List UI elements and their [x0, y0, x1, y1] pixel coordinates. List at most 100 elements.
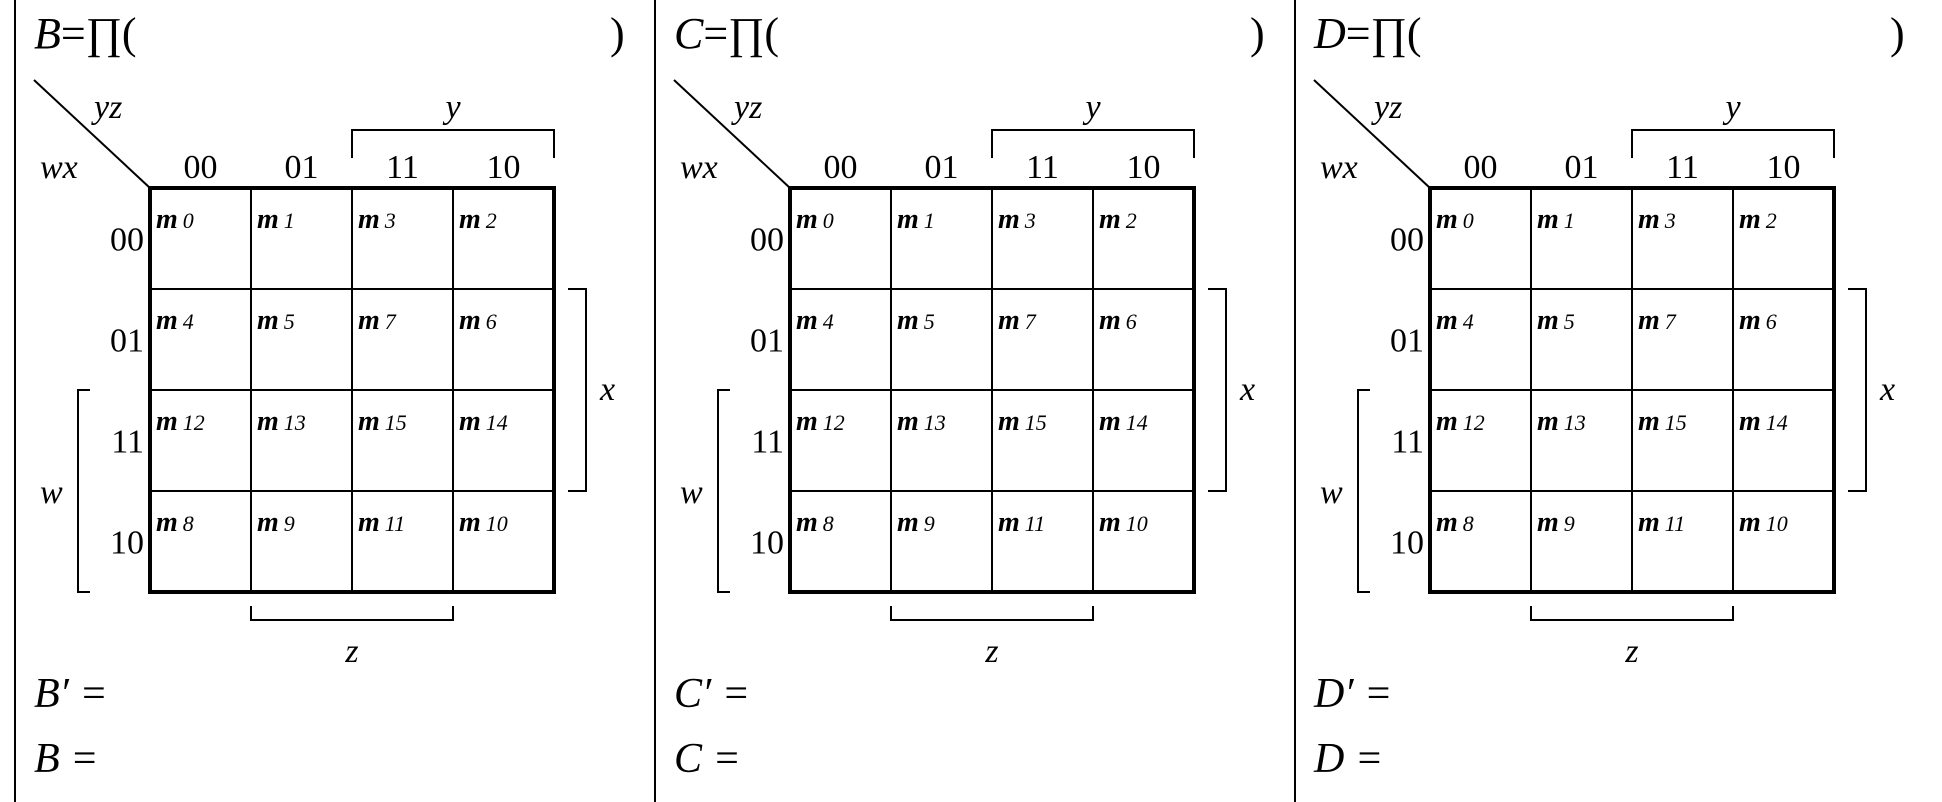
row-variables-label: wx [40, 149, 78, 186]
complement-equation: B′ = [34, 671, 108, 717]
row-header-11: 11 [111, 424, 144, 461]
y-label: y [442, 89, 461, 126]
title-close-paren: ) [1890, 9, 1905, 58]
title-variable: C [674, 9, 704, 58]
panel-title: C=∏( [674, 12, 779, 56]
w-label: w [1320, 474, 1343, 511]
row-header-11: 11 [1391, 424, 1424, 461]
z-label: z [984, 633, 998, 670]
y-bracket [991, 129, 1195, 158]
y-label: y [1082, 89, 1101, 126]
col-header-01: 01 [1565, 149, 1599, 186]
complement-equation: D′ = [1314, 671, 1393, 717]
function-equation: C = [674, 736, 741, 782]
title-variable: D [1314, 9, 1346, 58]
row-header-00: 00 [1390, 222, 1424, 259]
y-bracket [1631, 129, 1835, 158]
title-product-operator: =∏( [1345, 9, 1422, 58]
row-header-00: 00 [750, 222, 784, 259]
col-header-00: 00 [184, 149, 218, 186]
col-header-01: 01 [925, 149, 959, 186]
title-product-operator: =∏( [60, 9, 137, 58]
y-bracket [351, 129, 555, 158]
col-variables-label: yz [1371, 89, 1402, 126]
z-bracket [890, 606, 1094, 621]
row-header-10: 10 [750, 525, 784, 562]
col-variables-label: yz [731, 89, 762, 126]
row-header-01: 01 [110, 323, 144, 360]
divider-1 [654, 0, 656, 802]
function-equation: B = [34, 736, 99, 782]
row-variables-label: wx [1320, 149, 1358, 186]
title-close-paren: ) [610, 9, 625, 58]
x-bracket [568, 288, 587, 492]
z-bracket [1530, 606, 1734, 621]
panel-title: B=∏( [34, 12, 137, 56]
left-border [14, 0, 16, 802]
panel-title: D=∏( [1314, 12, 1421, 56]
w-label: w [40, 474, 63, 511]
col-header-11: 11 [386, 149, 419, 186]
title-variable: B [34, 9, 61, 58]
col-header-10: 10 [1767, 149, 1801, 186]
w-label: w [680, 474, 703, 511]
row-header-10: 10 [1390, 525, 1424, 562]
x-label: x [1239, 371, 1255, 408]
z-label: z [1624, 633, 1638, 670]
row-header-11: 11 [751, 424, 784, 461]
col-header-10: 10 [1127, 149, 1161, 186]
col-variables-label: yz [91, 89, 122, 126]
row-header-00: 00 [110, 222, 144, 259]
grid-border [788, 186, 1196, 594]
grid-border [1428, 186, 1836, 594]
corner-diagonal [1313, 79, 1431, 189]
col-header-00: 00 [1464, 149, 1498, 186]
grid-border [148, 186, 556, 594]
row-header-01: 01 [1390, 323, 1424, 360]
corner-diagonal [33, 79, 151, 189]
col-header-11: 11 [1666, 149, 1699, 186]
x-bracket [1208, 288, 1227, 492]
w-bracket [77, 389, 90, 593]
corner-diagonal [673, 79, 791, 189]
